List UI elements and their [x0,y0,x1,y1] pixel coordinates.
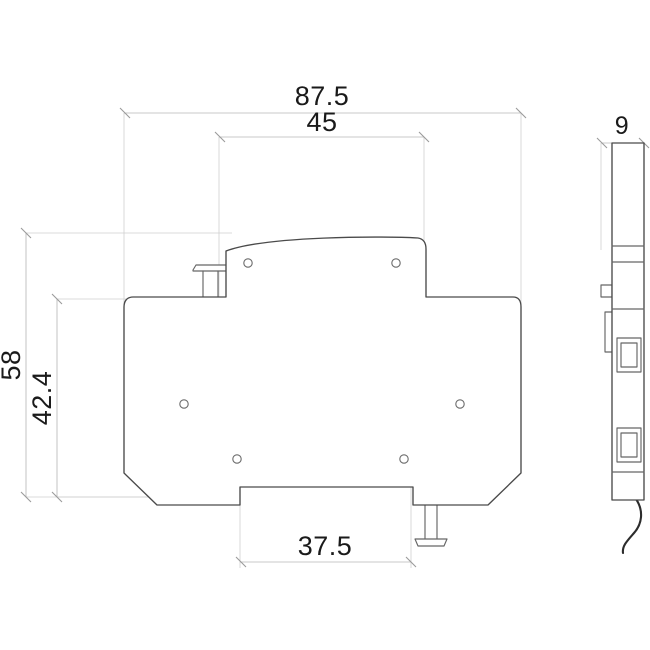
side-view [600,142,645,555]
front-view-body-outline [123,236,522,506]
terminal-pin-top-left-head [192,264,230,272]
dim-label-depth: 9 [615,112,629,140]
hole-mid-left [179,399,189,409]
hole-top-right [391,258,401,268]
dim-label-overall-width: 87.5 [295,81,350,111]
terminal-opening-lower [616,427,642,463]
terminal-opening-upper-inner [620,342,638,368]
front-view [123,236,522,547]
lead-wire-bottom [621,497,643,555]
dim-tick-body-width-right [418,131,430,143]
hole-bottom-right [399,454,409,464]
dim-tick-overall-width-right [515,107,527,119]
dim-tick-body-height-bottom [51,491,63,503]
dim-tick-rail-width-right [405,556,417,568]
dim-tick-overall-height-bottom [20,491,32,503]
terminal-pin-top-left [192,264,230,301]
dim-tick-overall-width-left [119,107,131,119]
terminal-opening-lower-inner [620,432,638,458]
side-view-body-outline [611,142,645,501]
dim-tick-body-height-top [51,293,63,305]
terminal-pin-bottom-right-head [414,538,448,547]
dim-label-body-width: 45 [306,107,337,137]
dim-label-rail-width: 37.5 [298,531,353,561]
dim-label-overall-height: 58 [0,349,26,380]
terminal-opening-upper [616,337,642,373]
dim-tick-rail-width-left [235,556,247,568]
dim-label-body-height: 42.4 [27,371,57,426]
hole-mid-right [455,399,465,409]
dim-tick-depth-left [596,137,608,149]
dim-tick-overall-height-top [20,227,32,239]
hole-bottom-left [232,454,242,464]
dim-tick-body-width-left [214,131,226,143]
side-tab-upper [600,284,613,298]
hole-top-left [243,258,253,268]
terminal-pin-bottom-right [414,497,448,547]
